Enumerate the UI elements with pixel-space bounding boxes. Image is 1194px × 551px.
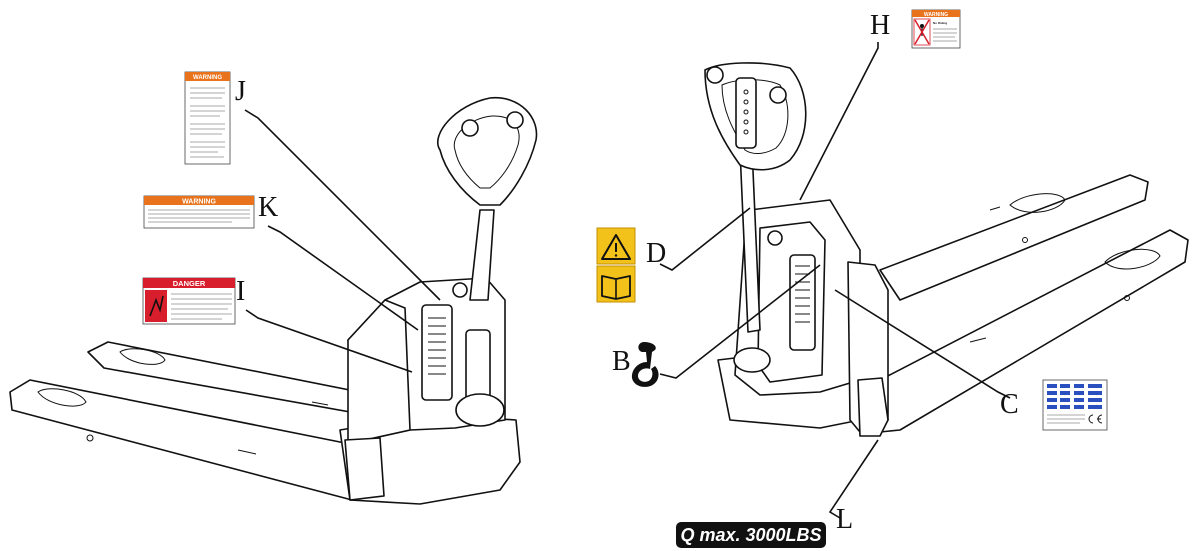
left-grille-slots — [428, 317, 446, 375]
right-tiller-base — [733, 347, 771, 373]
label-I-pictogram-bg — [145, 290, 167, 322]
left-drive-wheel — [455, 393, 505, 427]
label-B-lifting-hook — [631, 342, 659, 387]
left-key-switch — [452, 282, 468, 298]
callout-J: J — [235, 76, 246, 107]
manual-book-icon — [601, 275, 631, 300]
label-K-body-lines — [148, 209, 250, 223]
left-fork-wheel-cutout-2 — [37, 388, 87, 407]
leader-K — [267, 225, 419, 331]
label-H-title: No Riding — [933, 21, 947, 25]
right-tiller-knob-left — [706, 66, 724, 84]
label-I-danger-sticker: DANGER — [142, 277, 236, 325]
callout-C: C — [1000, 389, 1019, 420]
right-battery-grille — [789, 254, 816, 351]
leader-D — [659, 207, 751, 271]
right-fork-slot-2 — [989, 206, 1001, 211]
callout-H: H — [870, 10, 890, 41]
lifting-hook-icon — [631, 342, 659, 387]
label-J-warning-sticker: WARNING — [184, 71, 231, 165]
left-front-bumper — [344, 437, 385, 501]
leader-I — [245, 309, 413, 373]
explosion-icon — [149, 295, 164, 317]
label-D-caution-stickers — [596, 227, 636, 303]
label-I-body-lines — [171, 293, 232, 320]
left-tiller-knob-left — [461, 119, 479, 137]
label-I-header: DANGER — [173, 279, 206, 288]
right-fork-wheel-cutout-1 — [1009, 193, 1066, 213]
callout-I: I — [236, 276, 245, 307]
left-fork-wheel-cutout-1 — [119, 348, 166, 365]
pallet-truck-left-view — [9, 97, 538, 505]
warning-triangle-icon — [601, 234, 631, 260]
left-side-cover — [347, 299, 411, 441]
leader-J — [244, 109, 441, 301]
right-fork-wheel-cutout-2 — [1104, 248, 1161, 270]
callout-D: D — [646, 238, 666, 269]
right-tiller-knob-right — [769, 86, 787, 104]
leader-H — [799, 42, 879, 201]
right-tiller-handle-grip — [721, 79, 789, 154]
left-tiller-arm — [469, 209, 495, 301]
label-H-header: WARNING — [924, 12, 948, 18]
label-C-nameplate — [1042, 379, 1108, 431]
leader-C — [834, 289, 1011, 399]
pallet-truck-right-view — [704, 62, 1189, 437]
label-J-header: WARNING — [193, 75, 222, 81]
leader-B — [659, 264, 821, 379]
left-fork-slot-1 — [311, 401, 329, 406]
right-fork-roller-1 — [1022, 237, 1028, 243]
callout-K: K — [258, 192, 278, 223]
leader-L — [828, 439, 879, 519]
callout-L: L — [836, 504, 853, 535]
ce-mark-icon — [1088, 414, 1103, 424]
right-fork-slot-1 — [969, 337, 987, 343]
capacity-plate: Q max. 3000LBS — [676, 522, 826, 548]
left-tiller-knob-right — [506, 111, 524, 129]
label-K-header: WARNING — [182, 199, 216, 206]
right-front-bumper — [857, 377, 889, 437]
label-H-no-riding-sticker: WARNING No Riding — [911, 9, 961, 49]
label-J-body-lines — [190, 87, 225, 158]
label-K-warning-sticker: WARNING — [143, 195, 255, 229]
right-control-panel — [735, 77, 757, 149]
no-riding-icon — [914, 19, 930, 45]
nameplate-cells — [1047, 384, 1102, 424]
right-fork-roller-2 — [1124, 295, 1130, 301]
label-H-body-lines — [933, 28, 957, 42]
left-fork-roller — [86, 434, 94, 442]
left-tiller-handle — [437, 97, 538, 206]
right-control-buttons — [743, 89, 749, 135]
right-fork-rear — [879, 174, 1149, 301]
capacity-plate-text: Q max. 3000LBS — [680, 525, 821, 545]
left-battery-grille — [421, 304, 453, 401]
left-fork-slot-2 — [237, 449, 257, 455]
callout-B: B — [612, 346, 631, 377]
right-key-switch — [767, 230, 783, 246]
